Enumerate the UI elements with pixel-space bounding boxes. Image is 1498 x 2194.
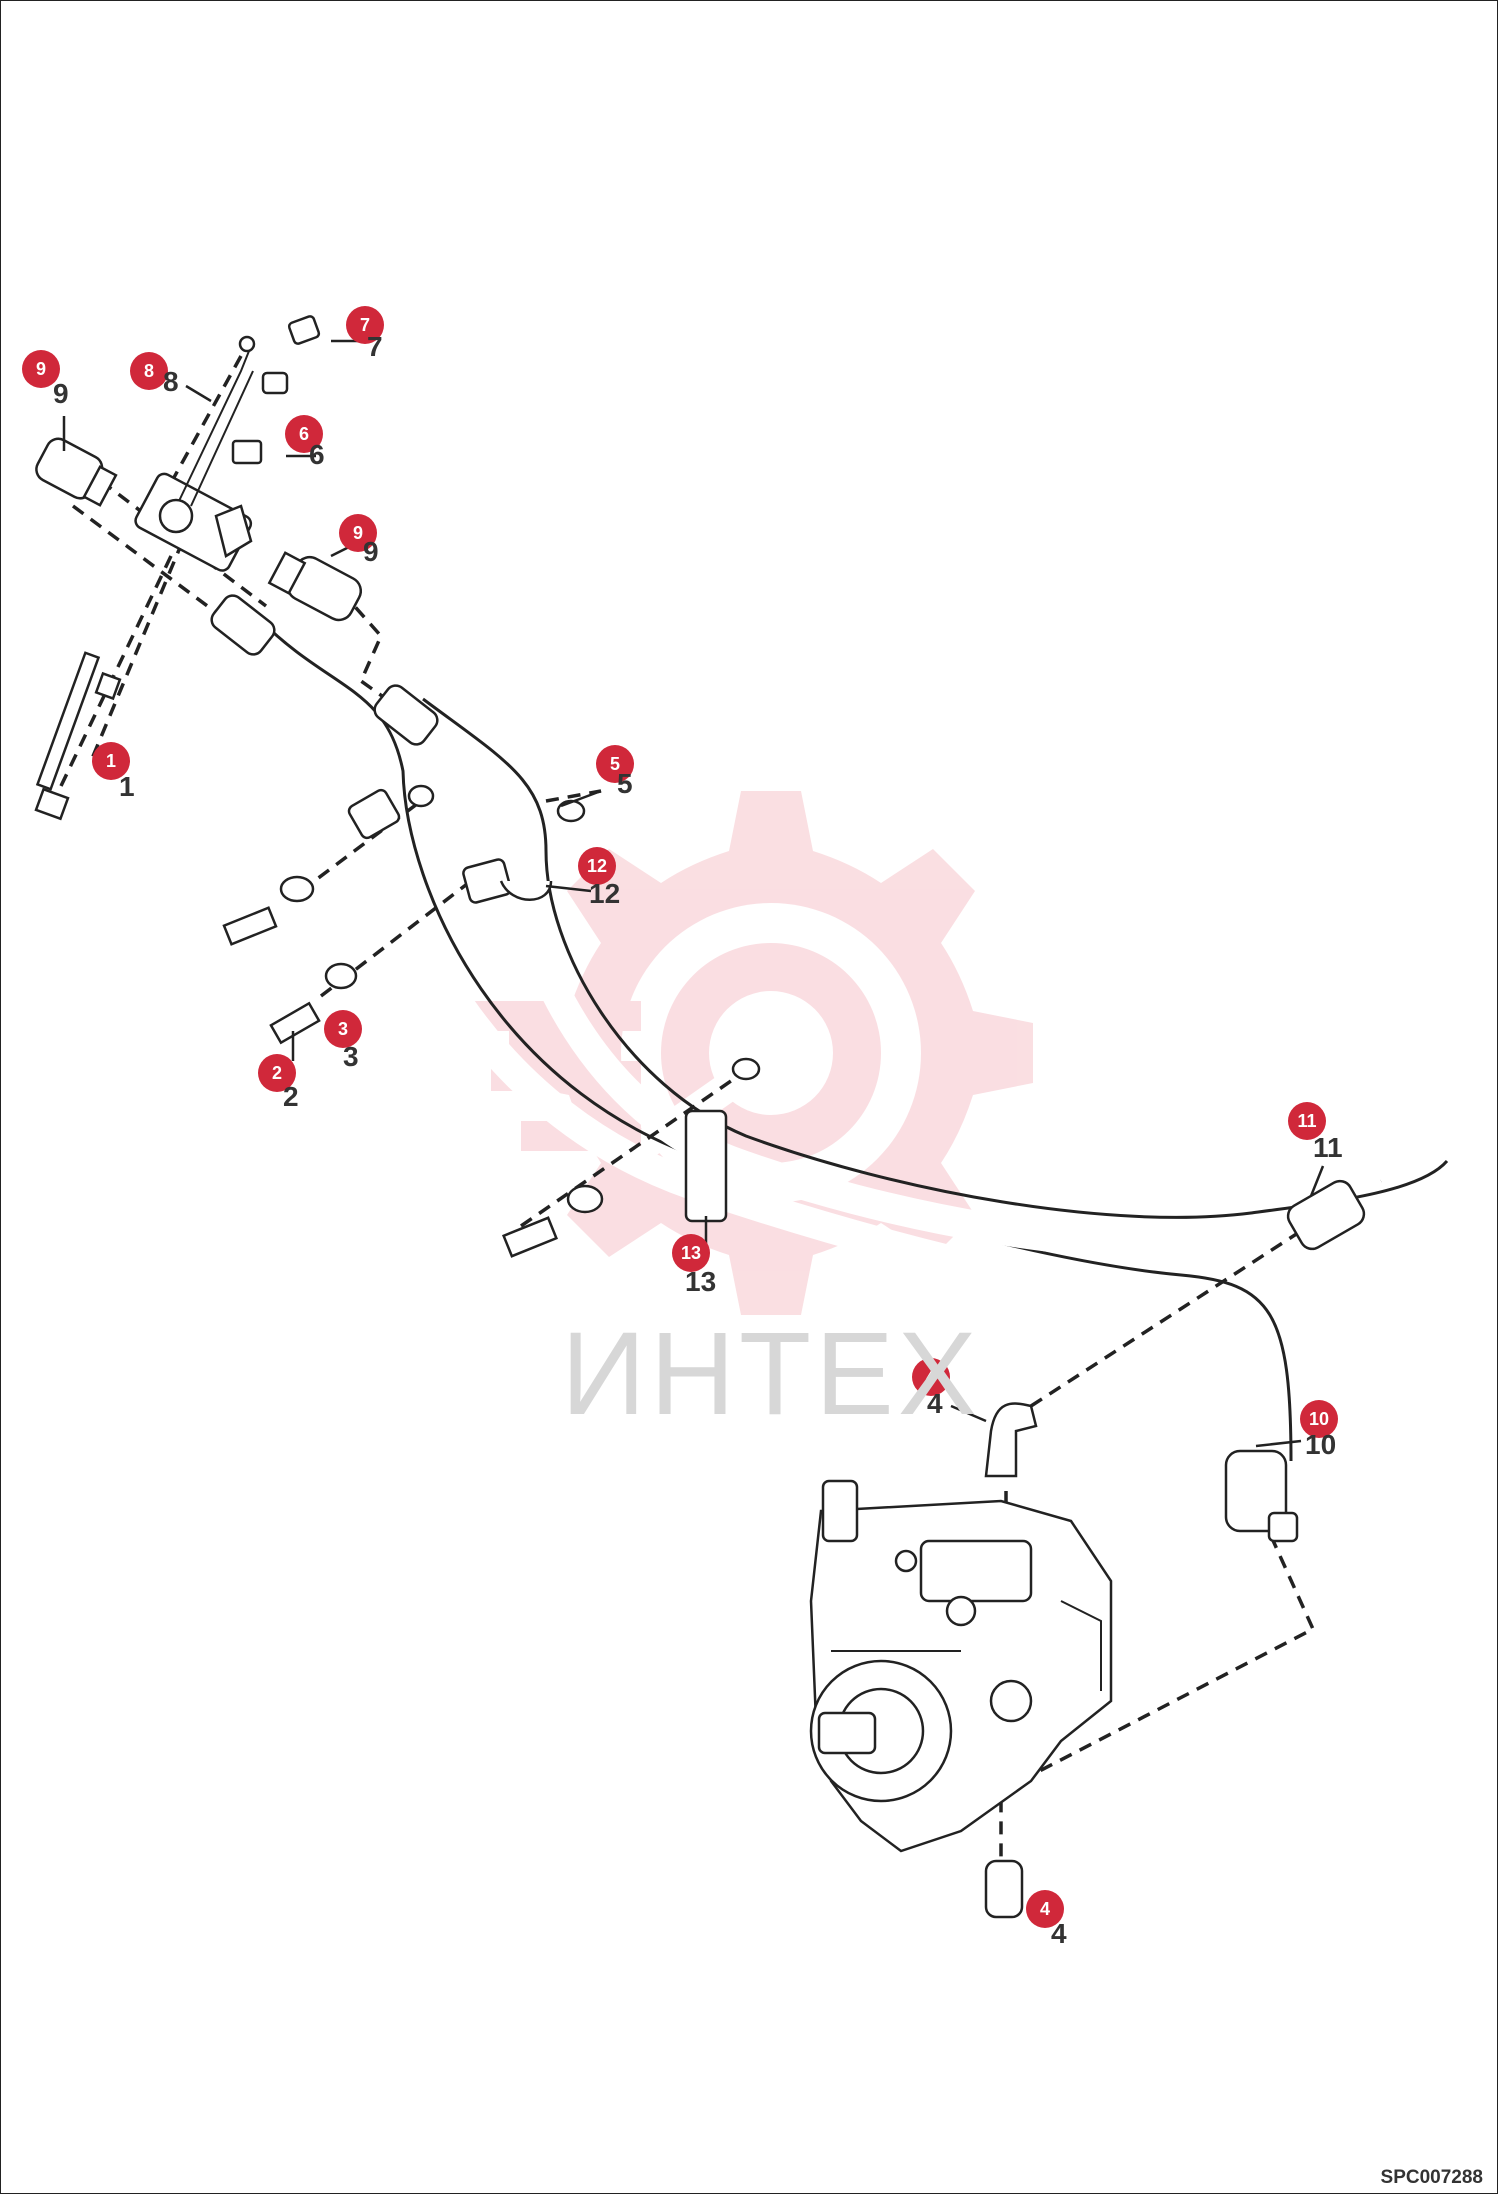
svg-text:3: 3 — [343, 1041, 359, 1072]
svg-text:1: 1 — [106, 751, 116, 771]
svg-text:9: 9 — [36, 359, 46, 379]
hydraulic-pump — [809, 1479, 1113, 1853]
callout-6: 6 6 — [285, 415, 325, 470]
svg-text:8: 8 — [163, 366, 179, 397]
svg-text:1: 1 — [119, 771, 135, 802]
svg-text:12: 12 — [589, 878, 620, 909]
svg-text:4: 4 — [1051, 1918, 1067, 1949]
svg-text:4: 4 — [926, 1367, 936, 1387]
svg-text:8: 8 — [144, 361, 154, 381]
callout-1: 1 1 — [92, 742, 135, 802]
watermark-text: ИНТЕХ — [561, 1308, 981, 1440]
bolt-long — [34, 651, 122, 821]
left-end-fitting — [35, 437, 118, 507]
svg-text:11: 11 — [1313, 1132, 1343, 1163]
svg-text:11: 11 — [1297, 1111, 1316, 1131]
drawing-code: SPC007288 — [1380, 2167, 1483, 2188]
hose-fittings-lower — [984, 1179, 1366, 1919]
bolts-washers — [222, 784, 761, 1258]
svg-text:2: 2 — [283, 1081, 299, 1112]
svg-text:5: 5 — [617, 768, 633, 799]
callout-4b: 4 4 — [1026, 1890, 1067, 1949]
svg-text:2: 2 — [272, 1063, 282, 1083]
callout-5: 5 5 — [596, 745, 634, 799]
callout-2: 2 2 — [258, 1054, 299, 1112]
callout-7: 7 7 — [346, 306, 384, 362]
svg-text:6: 6 — [309, 439, 325, 470]
callout-9a: 9 9 — [22, 350, 69, 409]
svg-text:12: 12 — [587, 856, 607, 876]
callout-4a: 4 4 — [912, 1358, 950, 1419]
svg-text:10: 10 — [1309, 1409, 1329, 1429]
ball-valve — [134, 335, 256, 572]
callout-10: 10 10 — [1300, 1400, 1338, 1460]
svg-text:4: 4 — [927, 1388, 943, 1419]
svg-text:9: 9 — [363, 536, 379, 567]
svg-text:3: 3 — [338, 1019, 348, 1039]
svg-text:13: 13 — [681, 1243, 701, 1263]
watermark-gear-logo — [471, 791, 1033, 1315]
callout-12: 12 12 — [578, 847, 620, 909]
svg-text:7: 7 — [360, 315, 370, 335]
svg-text:13: 13 — [685, 1266, 716, 1297]
svg-text:7: 7 — [367, 331, 383, 362]
callout-11: 11 11 — [1288, 1102, 1343, 1163]
svg-text:6: 6 — [299, 424, 309, 444]
callout-3: 3 3 — [324, 1010, 362, 1072]
svg-text:10: 10 — [1305, 1429, 1336, 1460]
right-end-fitting — [267, 551, 363, 622]
svg-text:5: 5 — [610, 754, 620, 774]
hose-fittings-upper — [210, 594, 439, 746]
small-nut-parts — [231, 315, 321, 465]
svg-text:9: 9 — [53, 378, 69, 409]
svg-text:4: 4 — [1040, 1899, 1050, 1919]
hose-clamps — [347, 788, 728, 1223]
callout-9b: 9 9 — [339, 514, 379, 567]
svg-text:9: 9 — [353, 523, 363, 543]
callout-13: 13 13 — [672, 1234, 716, 1297]
callout-8: 8 8 — [130, 352, 179, 397]
